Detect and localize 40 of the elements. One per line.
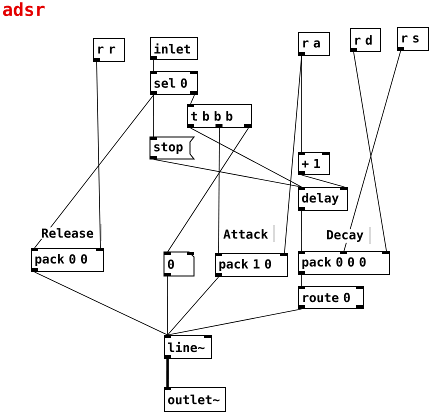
comment: Release bbox=[40, 224, 102, 242]
connection-line bbox=[34, 94, 154, 248]
connection-line bbox=[153, 94, 154, 138]
object-box: inlet bbox=[150, 37, 198, 60]
connection-line bbox=[218, 128, 220, 254]
connection-line bbox=[34, 272, 168, 336]
connection-line bbox=[301, 174, 345, 188]
connection-line bbox=[153, 159, 302, 188]
connection-line bbox=[167, 128, 249, 252]
object-box: r s bbox=[397, 27, 429, 51]
connection-line bbox=[167, 308, 302, 336]
connection-line bbox=[301, 210, 302, 252]
object-box: delay bbox=[298, 187, 348, 211]
connection-line bbox=[167, 276, 168, 336]
object-box: route 0 bbox=[298, 286, 364, 309]
connection-line bbox=[167, 276, 219, 336]
connection-line bbox=[153, 60, 154, 72]
connection-line bbox=[344, 50, 402, 252]
object-box: outlet~ bbox=[164, 387, 226, 412]
message-box: stop bbox=[150, 136, 196, 160]
number-box: 0 bbox=[164, 252, 194, 276]
object-box: + 1 bbox=[298, 152, 330, 175]
object-box: line~ bbox=[164, 335, 212, 359]
object-box: pack 0 0 bbox=[31, 248, 104, 272]
connection-line bbox=[353, 52, 387, 252]
object-box: pack 0 0 0 bbox=[298, 251, 390, 275]
object-box: pack 1 0 bbox=[215, 253, 288, 277]
comment: Attack bbox=[222, 224, 274, 242]
connection-line bbox=[96, 62, 101, 248]
object-box: r a bbox=[298, 32, 330, 56]
object-box: sel 0 bbox=[150, 71, 198, 95]
object-box: t b b b bbox=[187, 104, 252, 128]
connection-line bbox=[284, 56, 302, 254]
connection-line bbox=[166, 359, 169, 387]
object-box: r r bbox=[93, 38, 125, 62]
title: adsr bbox=[3, 2, 45, 16]
object-box: r d bbox=[350, 28, 381, 52]
comment: Decay bbox=[325, 226, 370, 244]
connection-line bbox=[301, 274, 302, 286]
connection-line bbox=[190, 94, 195, 104]
